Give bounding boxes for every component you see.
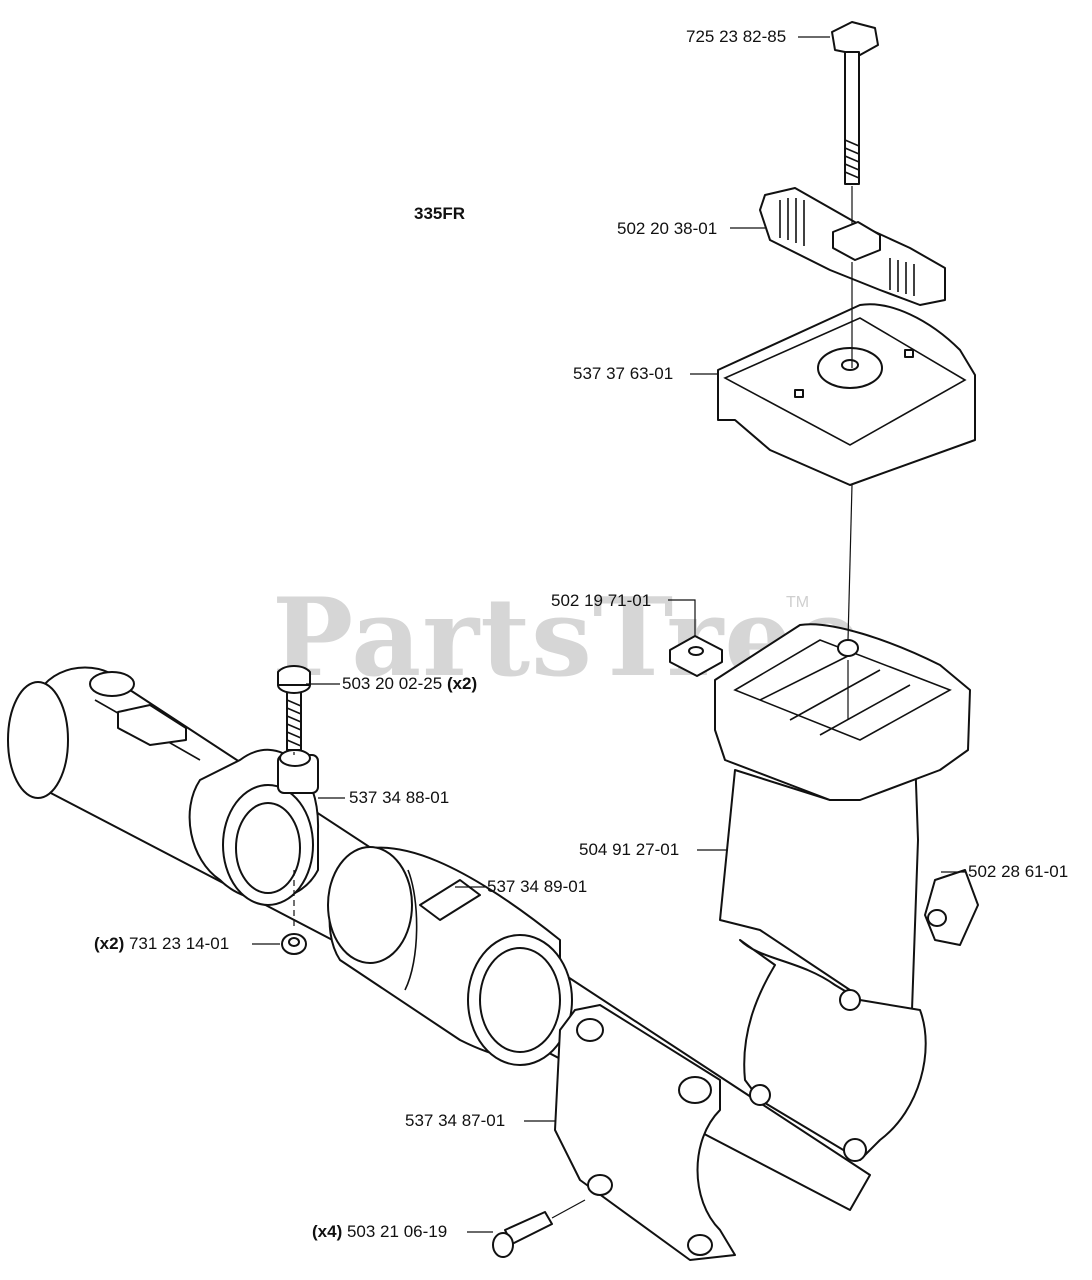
screw-clamp-part	[277, 665, 311, 751]
part-number: 504 91 27-01	[579, 840, 680, 859]
part-label-bolt-top[interactable]: 725 23 82-85	[686, 27, 786, 47]
part-label-sleeve[interactable]: 537 34 89-01	[487, 877, 587, 897]
part-number: 731 23 14-01	[128, 934, 230, 953]
part-label-cover[interactable]: 537 37 63-01	[573, 364, 673, 384]
quantity: (x2)	[446, 674, 478, 693]
part-number: 503 20 02-25	[342, 674, 443, 693]
part-number: 502 28 61-01	[968, 862, 1069, 881]
nut-small-part	[281, 933, 307, 955]
part-label-square-nut[interactable]: 502 19 71-01	[551, 591, 651, 611]
lower-clamp-part	[554, 1004, 736, 1261]
part-label-knob[interactable]: 502 20 38-01	[617, 219, 717, 239]
clamp-ring-part	[188, 748, 320, 906]
part-label-screw-clamp[interactable]: 503 20 02-25 (x2)	[342, 674, 477, 694]
part-number: 502 19 71-01	[551, 591, 652, 610]
part-label-clip[interactable]: 502 28 61-01	[968, 862, 1068, 882]
clip-part	[924, 869, 979, 946]
cover-part	[717, 303, 976, 486]
part-number: 537 34 89-01	[487, 877, 588, 896]
knob-part	[759, 187, 946, 306]
part-number: 725 23 82-85	[686, 27, 787, 46]
part-label-clamp-ring[interactable]: 537 34 88-01	[349, 788, 449, 808]
part-number: 503 21 06-19	[346, 1222, 448, 1241]
sleeve-part	[327, 846, 573, 1066]
part-label-nut-small[interactable]: (x2) 731 23 14-01	[94, 934, 229, 954]
part-label-screw-lower[interactable]: (x4) 503 21 06-19	[312, 1222, 447, 1242]
square-nut-part	[669, 635, 723, 677]
part-number: 537 34 87-01	[405, 1111, 506, 1130]
part-number: 537 37 63-01	[573, 364, 674, 383]
handle-body-part	[714, 623, 971, 1162]
screw-lower-part	[492, 1211, 553, 1258]
part-label-lower-clamp[interactable]: 537 34 87-01	[405, 1111, 505, 1131]
bolt-top-part	[831, 21, 879, 185]
part-number: 537 34 88-01	[349, 788, 450, 807]
part-number: 502 20 38-01	[617, 219, 718, 238]
quantity: (x2)	[94, 934, 125, 953]
part-label-handle-body[interactable]: 504 91 27-01	[579, 840, 679, 860]
quantity: (x4)	[312, 1222, 343, 1241]
model-label: 335FR	[414, 204, 466, 223]
trademark-mark: TM	[786, 594, 810, 611]
